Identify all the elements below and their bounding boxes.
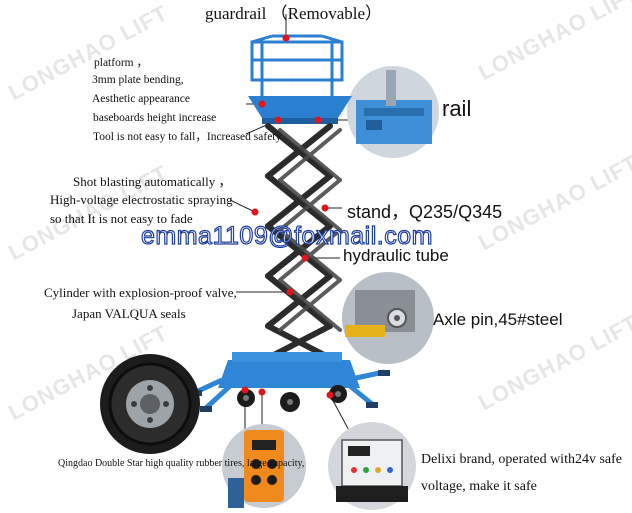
axle-label: Axle pin,45#steel (433, 310, 563, 329)
platform-line: baseboards height increase (93, 112, 217, 124)
rail-label: rail (442, 96, 472, 121)
platform-line: Tool is not easy to fall，Increased safet… (93, 131, 282, 143)
control-box-icon (222, 424, 306, 508)
platform-line: Aesthetic appearance (92, 93, 191, 105)
platform-line: platform ， (94, 57, 148, 69)
email-watermark: emma1109@foxmail.com (140, 221, 433, 250)
cylinder-line: Japan VALQUA seals (72, 306, 186, 321)
stand-label: stand，Q235/Q345 (347, 202, 503, 222)
guardrail-label: guardrail （Removable） (205, 4, 383, 23)
axle-pin-icon (342, 272, 434, 364)
cylinder-line: Cylinder with explosion-proof valve, (44, 285, 237, 300)
hydraulic-label: hydraulic tube (343, 246, 449, 265)
platform-line: 3mm plate bending, (92, 74, 184, 86)
shot-line: so that It is not easy to fade (50, 211, 193, 226)
delixi-line: voltage, make it safe (421, 479, 537, 494)
rail-detail-icon (347, 66, 439, 158)
tire-icon (100, 354, 200, 454)
tires-label: Qingdao Double Star high quality rubber … (58, 458, 305, 469)
shot-line: High-voltage electrostatic spraying (50, 192, 233, 207)
electric-box-icon (328, 422, 416, 510)
callout-dots (241, 34, 334, 399)
delixi-line: Delixi brand, operated with24v safe (421, 452, 622, 467)
scissor-lift-icon (190, 34, 390, 412)
shot-line: Shot blasting automatically ， (73, 174, 232, 189)
